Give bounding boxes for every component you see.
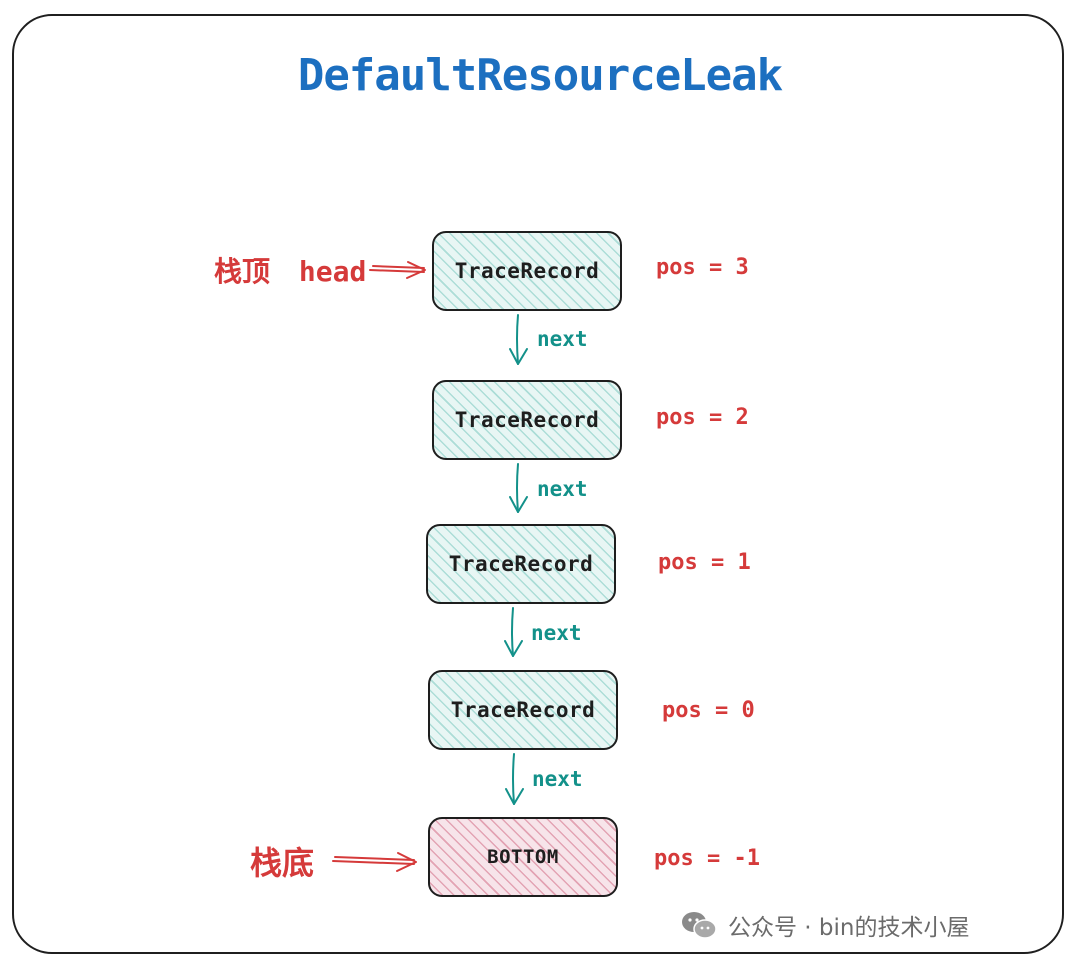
- node-label: TraceRecord: [448, 552, 594, 576]
- pos-label-1: pos = 1: [658, 550, 751, 575]
- pos-label-0: pos = 0: [662, 698, 755, 723]
- watermark: 公众号 · bin的技术小屋: [680, 908, 970, 942]
- node-label: TraceRecord: [450, 698, 596, 722]
- next-arrow: [509, 463, 528, 513]
- next-arrow: [509, 314, 528, 365]
- edge-label-next: next: [532, 767, 583, 791]
- trace-record-node-1: TraceRecord: [426, 524, 616, 604]
- stack-top-cn-label: 栈顶: [214, 255, 271, 288]
- edge-label-next: next: [537, 327, 588, 351]
- pos-label-3: pos = 3: [656, 255, 749, 280]
- bottom-node: BOTTOM: [428, 817, 618, 897]
- trace-record-node-0: TraceRecord: [428, 670, 618, 750]
- next-arrow: [505, 753, 524, 805]
- node-label: BOTTOM: [487, 846, 559, 868]
- diagram-frame: [12, 14, 1064, 954]
- trace-record-node-2: TraceRecord: [432, 380, 622, 460]
- pos-label-2: pos = 2: [656, 405, 749, 430]
- watermark-text: 公众号 · bin的技术小屋: [728, 915, 970, 941]
- diagram-title: DefaultResourceLeak: [297, 50, 783, 101]
- stack-bottom-marker: 栈底: [250, 838, 314, 884]
- next-arrow: [504, 607, 523, 657]
- head-pointer-arrow: [369, 261, 426, 279]
- stack-top-marker: 栈顶 head: [214, 250, 366, 290]
- pos-label-bottom: pos = -1: [654, 846, 760, 871]
- wechat-icon: [682, 912, 717, 939]
- node-label: TraceRecord: [454, 259, 600, 283]
- edge-label-next: next: [531, 621, 582, 645]
- bottom-pointer-arrow: [332, 852, 417, 872]
- trace-record-node-3: TraceRecord: [432, 231, 622, 311]
- stack-bottom-cn-label: 栈底: [250, 844, 315, 882]
- head-label: head: [298, 255, 367, 288]
- node-label: TraceRecord: [454, 408, 600, 432]
- edge-label-next: next: [537, 477, 588, 501]
